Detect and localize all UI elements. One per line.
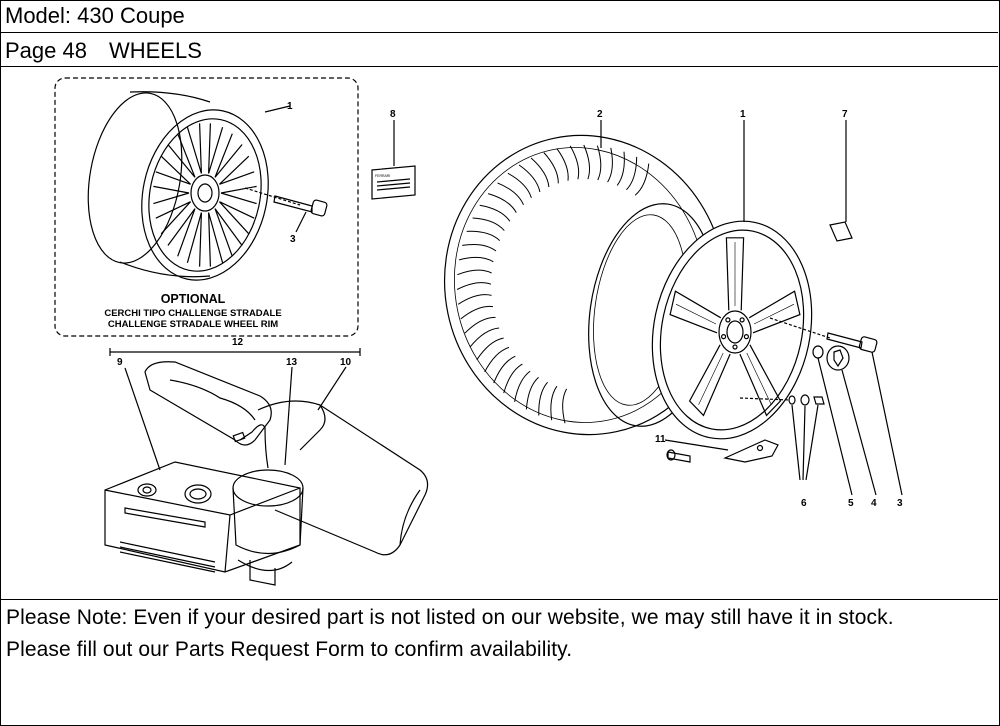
callout-12: 12 (232, 337, 244, 348)
parts-request-note: Please Note: Even if your desired part i… (0, 599, 998, 724)
callout-11: 11 (655, 434, 666, 445)
tyre-repair-kit: 12 (104, 337, 429, 586)
callout-1: 1 (740, 109, 746, 120)
callout-3: 3 (897, 498, 903, 509)
callout-4: 4 (871, 498, 877, 509)
optional-caption-it: CERCHI TIPO CHALLENGE STRADALE (104, 308, 281, 319)
note-line-1: Please Note: Even if your desired part i… (6, 606, 894, 629)
washer: 5 (812, 345, 854, 509)
callout-10: 10 (340, 357, 352, 368)
note-line-2: Please fill out our Parts Request Form t… (6, 638, 573, 661)
challenge-wheel (141, 109, 269, 281)
pressure-sensor-bracket: 11 (655, 434, 779, 463)
optional-bolt (244, 187, 328, 217)
callout-8: 8 (390, 109, 396, 120)
model-row: Model: 430 Coupe (0, 0, 998, 33)
callout-5: 5 (848, 498, 854, 509)
centre-cap: 4 (826, 345, 877, 509)
model-label: Model: 430 Coupe (5, 3, 185, 28)
five-spoke-rim: 1 (651, 109, 813, 440)
compressor (104, 461, 304, 586)
label-plate-brand: FERRARI (375, 174, 390, 178)
callout-13: 13 (286, 357, 298, 368)
callout-2: 2 (597, 109, 603, 120)
callout-7: 7 (842, 109, 848, 120)
callout-9: 9 (117, 357, 123, 368)
emblem: 7 (829, 109, 853, 242)
storage-bag (144, 361, 429, 556)
callout-6: 6 (801, 498, 807, 509)
parts-diagram: 1 3 OPTIONAL CERCHI TIPO CHALLENGE STRAD… (0, 68, 998, 598)
page-title: WHEELS (108, 38, 202, 63)
optional-heading: OPTIONAL (161, 292, 226, 306)
callout-opt-3: 3 (290, 234, 296, 245)
page-row: Page 48 WHEELS (0, 34, 998, 67)
tyre-pressure-label: FERRARI 8 (371, 109, 416, 200)
inflation-hose (232, 424, 269, 469)
wheel-bolt: 3 (769, 317, 903, 509)
valve-parts: 6 (739, 394, 825, 509)
optional-wheel-box: 1 3 OPTIONAL CERCHI TIPO CHALLENGE STRAD… (54, 77, 359, 337)
page-number: Page 48 (5, 38, 87, 63)
callout-opt-1: 1 (287, 101, 293, 112)
optional-caption-en: CHALLENGE STRADALE WHEEL RIM (108, 319, 278, 330)
